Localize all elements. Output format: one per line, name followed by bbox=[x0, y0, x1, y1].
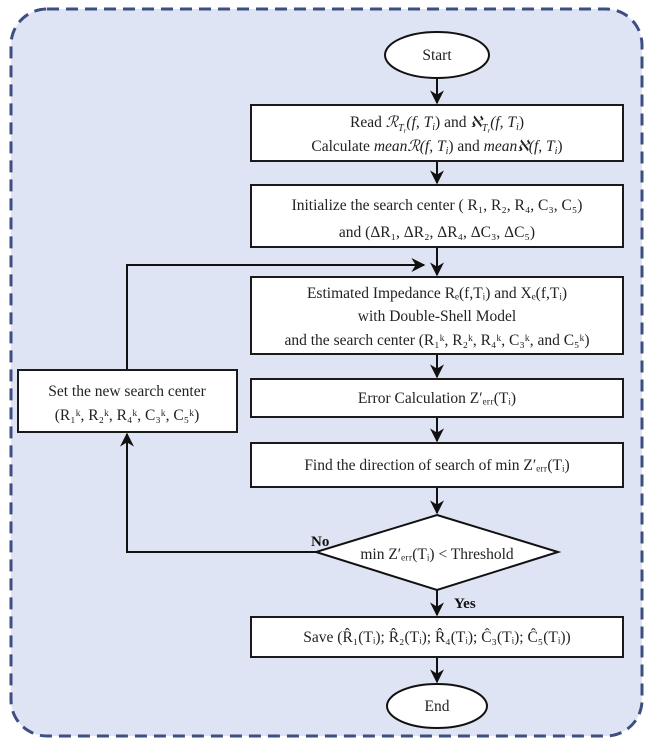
estimate-line-1: Estimated Impedance Rₑ(f,Tᵢ) and Xₑ(f,Tᵢ… bbox=[307, 285, 567, 302]
estimate-line-3: and the search center (R₁ᵏ, R₂ᵏ, R₄ᵏ, C₃… bbox=[285, 332, 590, 349]
edge-new-center-estimate bbox=[126, 258, 426, 370]
new-center-line-1: Set the new search center bbox=[48, 383, 206, 400]
yes-label: Yes bbox=[454, 596, 476, 612]
end-node: End bbox=[386, 683, 488, 729]
estimate-line-2: with Double-Shell Model bbox=[358, 308, 516, 325]
read-node: Read ℛTr(f, Ti) and ℵTr(f, Ti) Calculate… bbox=[250, 104, 624, 162]
init-line-1: Initialize the search center ( R₁, R₂, R… bbox=[292, 197, 583, 214]
error-node: Error Calculation Z′ₑᵣᵣ(Tᵢ) bbox=[250, 378, 624, 418]
init-line-2: and (ΔR₁, ΔR₂, ΔR₄, ΔC₃, ΔC₅) bbox=[339, 224, 535, 241]
no-label: No bbox=[311, 534, 329, 550]
save-node: Save (R̂₁(Tᵢ); R̂₂(Tᵢ); R̂₄(Tᵢ); Ĉ₃(Tᵢ);… bbox=[250, 616, 624, 658]
decision-label: min Z′ₑᵣᵣ(Tᵢ) < Threshold bbox=[360, 546, 514, 563]
save-label: Save (R̂₁(Tᵢ); R̂₂(Tᵢ); R̂₄(Tᵢ); Ĉ₃(Tᵢ);… bbox=[303, 629, 570, 646]
direction-node: Find the direction of search of min Z′ₑᵣ… bbox=[250, 442, 624, 488]
read-line-2: Calculate meanℛ(f, Ti) and meanℵ(f, Ti) bbox=[311, 138, 562, 157]
init-node: Initialize the search center ( R₁, R₂, R… bbox=[250, 184, 624, 248]
decision-node: min Z′ₑᵣᵣ(Tᵢ) < Threshold bbox=[312, 513, 562, 592]
error-label: Error Calculation Z′ₑᵣᵣ(Tᵢ) bbox=[358, 390, 516, 407]
edge-decision-new-center bbox=[120, 432, 316, 553]
end-label: End bbox=[425, 698, 450, 715]
read-line-1: Read ℛTr(f, Ti) and ℵTr(f, Ti) bbox=[350, 114, 524, 135]
estimate-node: Estimated Impedance Rₑ(f,Tᵢ) and Xₑ(f,Tᵢ… bbox=[250, 276, 624, 355]
direction-label: Find the direction of search of min Z′ₑᵣ… bbox=[304, 457, 569, 474]
new-center-line-2: (R₁ᵏ, R₂ᵏ, R₄ᵏ, C₃ᵏ, C₅ᵏ) bbox=[55, 407, 199, 424]
start-label: Start bbox=[422, 47, 452, 64]
start-node: Start bbox=[384, 31, 490, 79]
new-center-node: Set the new search center (R₁ᵏ, R₂ᵏ, R₄ᵏ… bbox=[17, 369, 238, 433]
